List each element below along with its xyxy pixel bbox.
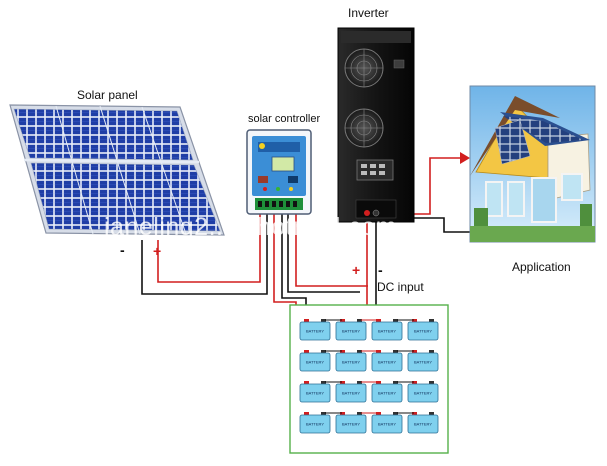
battery-label: BATTERY (342, 360, 360, 365)
battery-label: BATTERY (378, 391, 396, 396)
panel-positive-sign: + (153, 243, 162, 259)
battery-cell: BATTERY (407, 350, 439, 372)
battery-label: BATTERY (414, 360, 432, 365)
solar-controller (246, 129, 312, 215)
battery-cell: BATTERY (371, 319, 403, 341)
solar-panel (9, 104, 225, 236)
battery-cell: BATTERY (335, 412, 367, 434)
battery-cell: BATTERY (335, 381, 367, 403)
application-house (469, 85, 596, 243)
panel-negative-sign: - (120, 242, 125, 258)
controller-load-wire-b (295, 212, 368, 287)
battery-cell: BATTERY (371, 412, 403, 434)
battery-cell: BATTERY (407, 381, 439, 403)
inverter-negative-sign: - (378, 262, 383, 278)
battery-cell: BATTERY (299, 412, 331, 434)
battery-cell: BATTERY (371, 350, 403, 372)
application-label: Application (512, 260, 571, 274)
solar-controller-label: solar controller (248, 113, 321, 125)
inverter-positive-sign: + (352, 262, 361, 278)
battery-label: BATTERY (378, 360, 396, 365)
solar-panel-label: Solar panel (77, 88, 138, 102)
ac-output-arrow (460, 152, 470, 164)
battery-label: BATTERY (378, 422, 396, 427)
battery-cell: BATTERY (299, 381, 331, 403)
battery-grid: BATTERY BATTERY BATTERY BATTERY BATTERY BATTE… (299, 319, 439, 434)
battery-cell: BATTERY (407, 319, 439, 341)
battery-label: BATTERY (342, 391, 360, 396)
panel-positive-wire (157, 212, 261, 283)
battery-bank: BATTERY BATTERY BATTERY BATTERY BATTERY BATTE… (289, 304, 449, 454)
battery-cell: BATTERY (335, 319, 367, 341)
battery-label: BATTERY (306, 391, 324, 396)
inverter (337, 27, 415, 223)
battery-label: BATTERY (306, 360, 324, 365)
battery-label: BATTERY (342, 422, 360, 427)
battery-cell: BATTERY (299, 350, 331, 372)
battery-label: BATTERY (378, 329, 396, 334)
battery-label: BATTERY (306, 422, 324, 427)
dc-input-label: DC input (377, 280, 424, 294)
wiring (141, 152, 474, 320)
battery-cell: BATTERY (335, 350, 367, 372)
battery-cell: BATTERY (299, 319, 331, 341)
controller-load-wire-a (287, 212, 360, 293)
battery-label: BATTERY (306, 329, 324, 334)
inverter-fan-top (344, 48, 384, 88)
battery-label: BATTERY (414, 329, 432, 334)
battery-cell: BATTERY (371, 381, 403, 403)
battery-label: BATTERY (342, 329, 360, 334)
battery-label: BATTERY (414, 422, 432, 427)
inverter-label: Inverter (348, 6, 389, 20)
battery-cell: BATTERY (407, 412, 439, 434)
battery-label: BATTERY (414, 391, 432, 396)
inverter-fan-bottom (344, 108, 384, 148)
watermark: janeling2...@hotmail.com (104, 213, 398, 241)
panel-negative-wire (141, 212, 268, 295)
